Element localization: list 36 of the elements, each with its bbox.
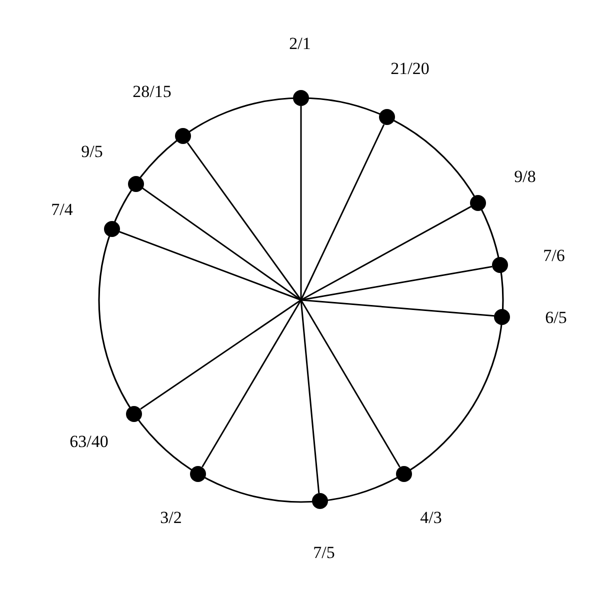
- radial-line: [300, 300, 400, 468]
- dot-icon: [492, 257, 508, 274]
- dot-icon: [190, 466, 206, 482]
- fraction-label: 9/5: [81, 143, 103, 161]
- fraction-label: 6/5: [545, 309, 567, 327]
- dot-icon: [379, 109, 396, 126]
- dot-icon: [312, 493, 328, 510]
- radial-line: [300, 266, 492, 301]
- fraction-label: 9/8: [514, 168, 536, 186]
- dot-icon: [174, 128, 191, 144]
- fraction-label: 7/6: [543, 247, 565, 265]
- radial-line: [186, 142, 302, 300]
- radial-line: [300, 299, 494, 317]
- radial-line: [119, 231, 302, 301]
- radial-line: [300, 124, 385, 300]
- fraction-label: 63/40: [70, 433, 108, 451]
- fraction-label: 4/3: [420, 509, 442, 527]
- radial-line: [202, 300, 302, 468]
- dot-icon: [293, 90, 309, 106]
- dot-icon: [396, 466, 412, 482]
- fraction-label: 21/20: [390, 60, 430, 78]
- radial-line: [300, 206, 472, 301]
- dot-icon: [470, 194, 486, 211]
- fraction-label: 7/4: [51, 201, 73, 219]
- dot-icon: [494, 308, 510, 325]
- radial-line: [140, 299, 302, 410]
- dot-icon: [126, 406, 142, 422]
- dot-icon: [104, 220, 120, 237]
- dot-icon: [128, 176, 144, 192]
- fraction-label: 7/5: [313, 544, 335, 562]
- fraction-label: 28/15: [132, 83, 172, 101]
- radial-line: [300, 106, 302, 300]
- radial-line: [300, 300, 320, 494]
- radial-line: [142, 188, 302, 301]
- fraction-label: 3/2: [160, 509, 182, 527]
- fraction-label: 2/1: [289, 35, 311, 53]
